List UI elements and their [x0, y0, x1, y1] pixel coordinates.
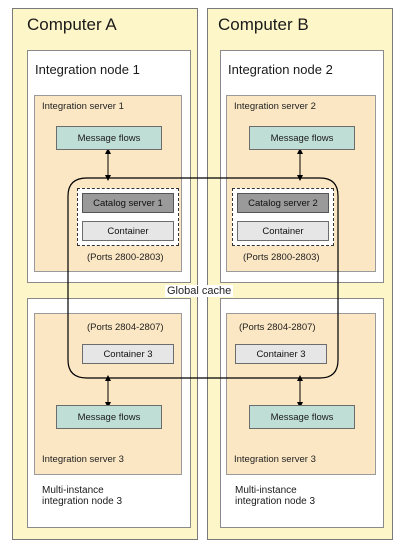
- integration-server-2-title: Integration server 2: [234, 101, 316, 112]
- message-flows-1: Message flows: [56, 126, 162, 150]
- multi-instance-label-b-line1: Multi-instance: [235, 485, 297, 496]
- multi-instance-label-a-line2: integration node 3: [42, 496, 123, 507]
- integration-server-3-b: Integration server 3: [226, 313, 376, 475]
- integration-server-3-a: Integration server 3: [34, 313, 182, 475]
- container-2: Container: [237, 221, 329, 241]
- message-flows-3-a: Message flows: [56, 405, 162, 429]
- ports-node-3-b: (Ports 2804-2807): [239, 322, 316, 333]
- container-3-b: Container 3: [235, 344, 327, 364]
- computer-b-title: Computer B: [218, 15, 309, 34]
- ports-node-1: (Ports 2800-2803): [87, 252, 164, 263]
- message-flows-2: Message flows: [249, 126, 355, 150]
- integration-server-3-a-title: Integration server 3: [42, 454, 124, 465]
- message-flows-3-b: Message flows: [249, 405, 355, 429]
- integration-server-3-b-title: Integration server 3: [234, 454, 316, 465]
- integration-server-1-title: Integration server 1: [42, 101, 124, 112]
- ports-node-2: (Ports 2800-2803): [243, 252, 320, 263]
- integration-node-1-title: Integration node 1: [35, 62, 140, 77]
- computer-a-title: Computer A: [27, 15, 117, 34]
- integration-node-2-title: Integration node 2: [228, 62, 333, 77]
- container-1: Container: [82, 221, 174, 241]
- global-cache-label: Global cache: [165, 285, 234, 297]
- multi-instance-label-b-line2: integration node 3: [235, 496, 316, 507]
- catalog-server-1: Catalog server 1: [82, 193, 174, 213]
- container-3-a: Container 3: [82, 344, 174, 364]
- ports-node-3-a: (Ports 2804-2807): [87, 322, 164, 333]
- multi-instance-label-a-line1: Multi-instance: [42, 485, 104, 496]
- catalog-server-2: Catalog server 2: [237, 193, 329, 213]
